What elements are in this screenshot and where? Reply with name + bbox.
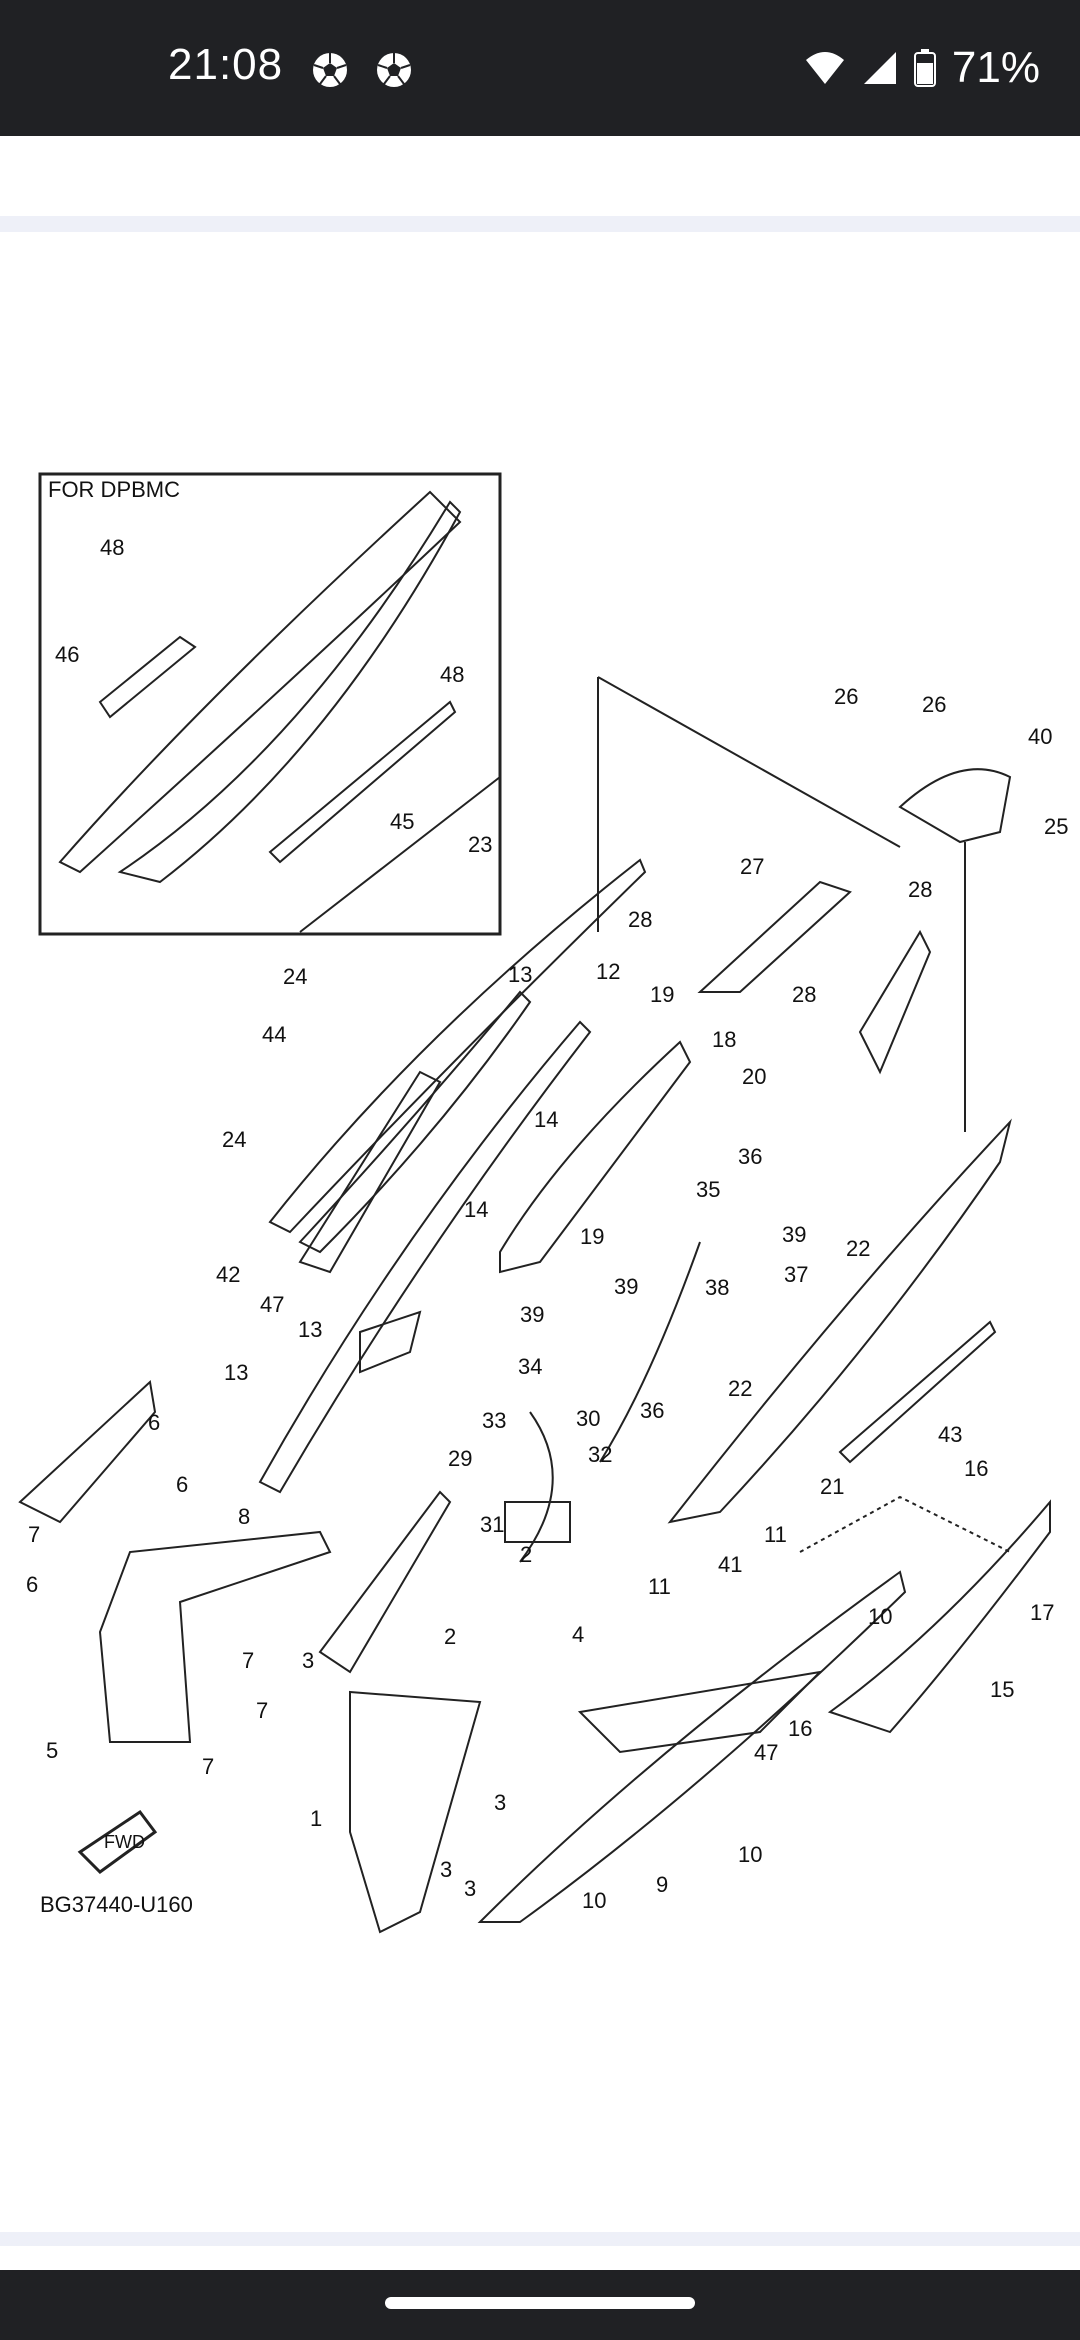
callout-label: 20 <box>742 1064 766 1089</box>
callout-label: 22 <box>728 1376 752 1401</box>
callout-label: 7 <box>202 1754 214 1779</box>
callout-label: 36 <box>738 1144 762 1169</box>
callout-label: 44 <box>262 1022 286 1047</box>
callout-label: 11 <box>648 1574 671 1599</box>
callout-label: 47 <box>754 1740 778 1765</box>
wifi-icon <box>805 52 844 84</box>
callout-label: 24 <box>283 964 307 989</box>
callout-label: 13 <box>298 1317 322 1342</box>
callout-label: 7 <box>242 1648 254 1673</box>
callout-label: 5 <box>46 1738 58 1763</box>
exploded-parts-diagram: FOR DPBMC BG37440-U160 FWD 48 46 48 45 2… <box>18 472 1068 1934</box>
callout-label: 28 <box>628 907 652 932</box>
callout-label: 11 <box>764 1522 787 1547</box>
callout-label: 3 <box>494 1790 506 1815</box>
callout-label: 3 <box>440 1857 452 1882</box>
app-header-area <box>0 136 1080 216</box>
callout-label: 42 <box>216 1262 240 1287</box>
battery-icon <box>913 49 936 87</box>
section-divider <box>0 216 1080 232</box>
callout-label: 13 <box>508 962 532 987</box>
callout-label: 16 <box>788 1716 812 1741</box>
callout-label: 29 <box>448 1446 472 1471</box>
callout-label: 47 <box>260 1292 284 1317</box>
callout-label: 33 <box>482 1408 506 1433</box>
callout-label: 30 <box>576 1406 600 1431</box>
callout-label: 7 <box>256 1698 268 1723</box>
inset-box <box>38 472 502 936</box>
callout-label: 41 <box>718 1552 742 1577</box>
callout-label: 3 <box>464 1876 476 1901</box>
callout-label: 14 <box>534 1107 558 1132</box>
callout-label: 45 <box>390 809 414 834</box>
callout-label: 28 <box>908 877 932 902</box>
callout-label: 27 <box>740 854 764 879</box>
callout-label: 46 <box>55 642 79 667</box>
section-divider <box>0 2232 1080 2246</box>
callout-label: 40 <box>1028 724 1052 749</box>
callout-label: 2 <box>444 1624 456 1649</box>
callout-label: 37 <box>784 1262 808 1287</box>
callout-label: 48 <box>100 535 124 560</box>
callout-label: 21 <box>820 1474 844 1499</box>
callout-label: 34 <box>518 1354 542 1379</box>
callout-label: 3 <box>302 1648 314 1673</box>
callout-label: 25 <box>1044 814 1068 839</box>
callout-label: 19 <box>650 982 674 1007</box>
callout-label: 28 <box>792 982 816 1007</box>
callout-label: 17 <box>1030 1600 1054 1625</box>
callout-label: 4 <box>572 1622 584 1647</box>
parts-diagram-image[interactable]: FOR DPBMC BG37440-U160 FWD 48 46 48 45 2… <box>0 232 1080 2232</box>
callout-label: 23 <box>468 832 492 857</box>
inset-title: FOR DPBMC <box>48 477 180 502</box>
callout-label: 14 <box>464 1197 488 1222</box>
callout-label: 39 <box>614 1274 638 1299</box>
callout-label: 22 <box>846 1236 870 1261</box>
callout-label: 2 <box>520 1542 532 1567</box>
callout-label: 16 <box>964 1456 988 1481</box>
callout-label: 10 <box>738 1842 762 1867</box>
callout-label: 31 <box>480 1512 504 1537</box>
callout-label: 18 <box>712 1027 736 1052</box>
callout-label: 39 <box>782 1222 806 1247</box>
status-time: 21:08 <box>168 40 284 89</box>
home-gesture-handle[interactable] <box>385 2297 695 2309</box>
callout-label: 8 <box>238 1504 250 1529</box>
battery-percent: 71% <box>951 43 1040 92</box>
callout-label: 26 <box>834 684 858 709</box>
soccer-ball-icon <box>377 53 411 87</box>
callout-label: 1 <box>310 1806 322 1831</box>
callout-label: 13 <box>224 1360 248 1385</box>
callout-label: 15 <box>990 1677 1014 1702</box>
callout-label: 43 <box>938 1422 962 1447</box>
callout-label: 39 <box>520 1302 544 1327</box>
callout-label: 9 <box>656 1872 668 1897</box>
callout-label: 38 <box>705 1275 729 1300</box>
fwd-label: FWD <box>104 1832 145 1852</box>
status-icons: 71% <box>804 40 1040 96</box>
callout-label: 10 <box>582 1888 606 1913</box>
callout-label: 10 <box>868 1604 892 1629</box>
callout-label: 36 <box>640 1398 664 1423</box>
callout-label: 32 <box>588 1442 612 1467</box>
callout-label: 35 <box>696 1177 720 1202</box>
callout-label: 24 <box>222 1127 246 1152</box>
callout-label: 6 <box>26 1572 38 1597</box>
status-bar: 21:08 71% <box>0 0 1080 136</box>
callout-label: 6 <box>176 1472 188 1497</box>
callout-label: 12 <box>596 959 620 984</box>
callout-label: 19 <box>580 1224 604 1249</box>
callout-label: 7 <box>28 1522 40 1547</box>
cell-signal-icon <box>863 52 896 84</box>
diagram-code: BG37440-U160 <box>40 1892 193 1917</box>
soccer-ball-icon <box>313 53 347 87</box>
callout-label: 6 <box>148 1410 160 1435</box>
callout-label: 48 <box>440 662 464 687</box>
callout-label: 26 <box>922 692 946 717</box>
